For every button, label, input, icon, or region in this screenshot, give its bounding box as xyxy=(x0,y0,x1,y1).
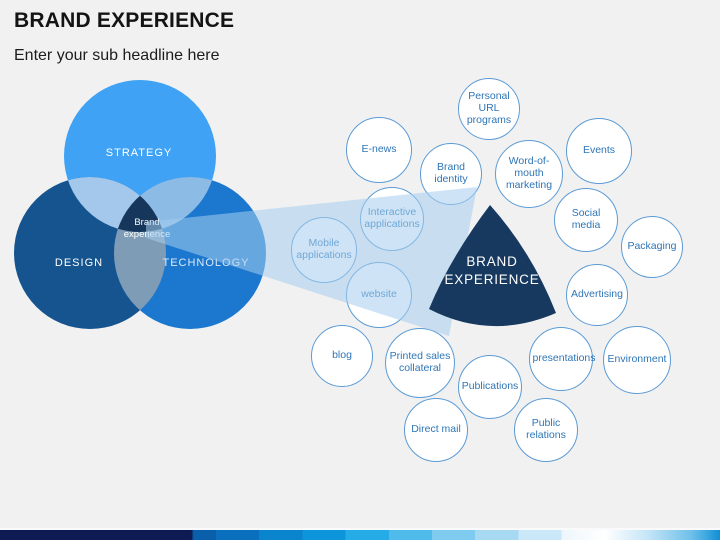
venn-overlap-design-technology xyxy=(114,177,166,329)
venn-center-shape xyxy=(114,177,166,232)
touchpoint-events[interactable]: Events xyxy=(566,118,632,184)
venn-label-technology: TECHNOLOGY xyxy=(162,257,250,269)
touchpoint-label: Social media xyxy=(571,207,601,231)
touchpoint-direct-mail[interactable]: Direct mail xyxy=(404,398,468,462)
touchpoint-label: Personal URL programs xyxy=(466,90,512,126)
touchpoint-public-relations[interactable]: Public relations xyxy=(514,398,578,462)
touchpoint-label: Printed sales collateral xyxy=(389,350,451,374)
touchpoint-social-media[interactable]: Social media xyxy=(554,188,618,252)
touchpoint-label: Direct mail xyxy=(411,423,461,436)
touchpoint-label: blog xyxy=(332,349,352,362)
venn-label-strategy: STRATEGY xyxy=(105,147,173,159)
touchpoint-label: Interactive applications xyxy=(364,206,420,230)
touchpoint-label: Mobile applications xyxy=(296,237,352,261)
touchpoint-advertising[interactable]: Advertising xyxy=(566,264,628,326)
touchpoint-label: website xyxy=(361,288,397,301)
hub-label: BRAND EXPERIENCE xyxy=(444,253,540,287)
touchpoint-publications[interactable]: Publications xyxy=(458,355,522,419)
touchpoint-printed-sales-collateral[interactable]: Printed sales collateral xyxy=(385,328,455,398)
touchpoint-label: Brand identity xyxy=(434,161,468,185)
slide-title[interactable]: BRAND EXPERIENCE xyxy=(14,9,235,32)
touchpoint-word-of-mouth-marketing[interactable]: Word-of-mouth marketing xyxy=(495,140,563,208)
touchpoint-blog[interactable]: blog xyxy=(311,325,373,387)
touchpoint-label: Events xyxy=(582,144,616,157)
hub-shape[interactable] xyxy=(429,205,556,327)
touchpoint-label: E-news xyxy=(361,143,397,156)
venn-circle-technology[interactable] xyxy=(114,177,266,329)
venn-label-design: DESIGN xyxy=(54,257,104,269)
venn-overlap-strategy-technology xyxy=(114,177,216,232)
touchpoint-personal-url-programs[interactable]: Personal URL programs xyxy=(458,78,520,140)
touchpoint-website[interactable]: website xyxy=(346,262,412,328)
venn-overlap-strategy-design xyxy=(64,177,166,232)
venn-circle-design[interactable] xyxy=(14,177,166,329)
slide-subtitle[interactable]: Enter your sub headline here xyxy=(14,47,220,64)
touchpoint-label: Public relations xyxy=(526,417,566,441)
touchpoint-brand-identity[interactable]: Brand identity xyxy=(420,143,482,205)
touchpoint-packaging[interactable]: Packaging xyxy=(621,216,683,278)
touchpoint-label: Packaging xyxy=(627,240,677,253)
touchpoint-label: Word-of-mouth marketing xyxy=(505,155,553,191)
touchpoint-presentations[interactable]: presentations xyxy=(529,327,596,391)
footer-divider xyxy=(0,528,720,530)
touchpoint-label: presentations xyxy=(532,352,596,365)
touchpoint-label: Advertising xyxy=(571,288,623,301)
touchpoint-e-news[interactable]: E-news xyxy=(346,117,412,183)
touchpoint-environment[interactable]: Environment xyxy=(603,326,671,394)
touchpoint-mobile-applications[interactable]: Mobile applications xyxy=(291,217,357,283)
touchpoint-interactive-applications[interactable]: Interactive applications xyxy=(360,187,424,251)
venn-center-label: Brand experience xyxy=(123,217,171,240)
footer-gradient-bar xyxy=(0,530,720,540)
touchpoint-label: Publications xyxy=(461,380,519,393)
touchpoint-label: Environment xyxy=(607,353,667,366)
